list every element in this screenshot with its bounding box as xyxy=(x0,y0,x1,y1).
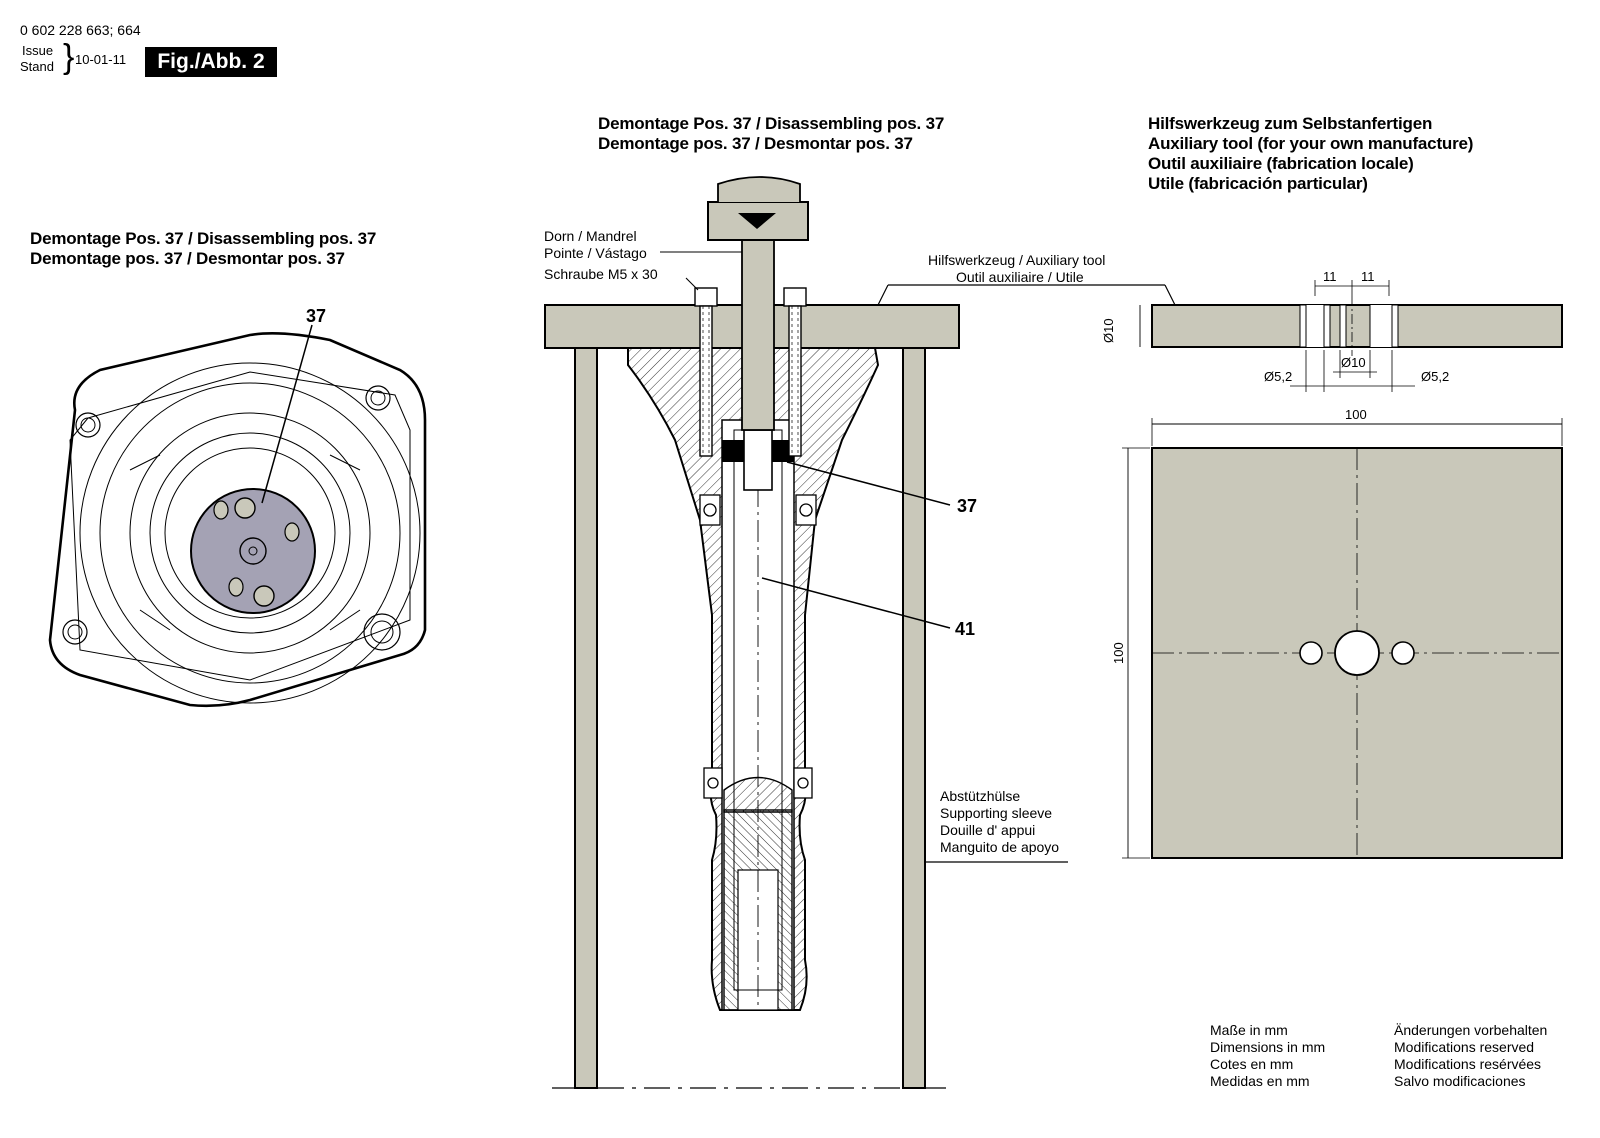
modifications-line-2: Modifications reserved xyxy=(1394,1039,1535,1055)
aux-tool-plate-center xyxy=(544,284,1176,349)
center-title-line-1: Demontage Pos. 37 / Disassembling pos. 3… xyxy=(598,114,945,133)
left-title-line-2: Demontage pos. 37 / Desmontar pos. 37 xyxy=(30,249,345,268)
units-line-4: Medidas en mm xyxy=(1210,1073,1310,1089)
left-title-line-1: Demontage Pos. 37 / Disassembling pos. 3… xyxy=(30,229,377,248)
units-line-1: Maße in mm xyxy=(1210,1022,1288,1038)
dim-spacing-right: 11 xyxy=(1361,269,1375,284)
aux-tool-side-view xyxy=(1139,280,1563,392)
issue-date: 10-01-11 xyxy=(75,52,127,67)
dim-hole-center: Ø10 xyxy=(1341,355,1366,370)
figure-label: Fig./Abb. 2 xyxy=(145,47,277,77)
stand-label: Stand xyxy=(20,59,54,74)
aux-tool-label-line-2: Outil auxiliaire / Utile xyxy=(956,269,1084,285)
press-direction-arrow xyxy=(738,213,776,229)
right-title-line-1: Hilfswerkzeug zum Selbstanfertigen xyxy=(1148,114,1433,133)
units-line-3: Cotes en mm xyxy=(1210,1056,1294,1072)
left-callout-37: 37 xyxy=(306,306,327,326)
mandrel-label-line-1: Dorn / Mandrel xyxy=(544,228,637,244)
center-callout-37: 37 xyxy=(957,496,978,516)
tool-housing-section xyxy=(627,347,880,1011)
aux-tool-label-line-1: Hilfswerkzeug / Auxiliary tool xyxy=(928,252,1106,268)
supporting-sleeve xyxy=(552,344,1068,1089)
modifications-line-1: Änderungen vorbehalten xyxy=(1394,1022,1548,1038)
part-number: 0 602 228 663; 664 xyxy=(20,22,141,38)
screw-label: Schraube M5 x 30 xyxy=(544,266,658,282)
screws-m5 xyxy=(685,277,807,457)
mandrel xyxy=(660,176,809,431)
center-title-line-2: Demontage pos. 37 / Desmontar pos. 37 xyxy=(598,134,913,153)
center-leader-41 xyxy=(761,577,951,629)
dim-spacing-left: 11 xyxy=(1323,269,1337,284)
brace-glyph: } xyxy=(63,38,75,76)
dim-hole-right: Ø5,2 xyxy=(1421,369,1449,384)
aux-tool-top-view xyxy=(1122,418,1563,859)
center-leader-37 xyxy=(786,461,951,506)
left-leader-37 xyxy=(261,324,313,504)
modifications-line-4: Salvo modificaciones xyxy=(1394,1073,1526,1089)
sleeve-label-line-2: Supporting sleeve xyxy=(940,805,1053,821)
part-37-disc xyxy=(190,324,316,614)
sleeve-label-line-1: Abstützhülse xyxy=(940,788,1021,804)
dim-hole-left: Ø5,2 xyxy=(1264,369,1292,384)
right-title-line-2: Auxiliary tool (for your own manufacture… xyxy=(1148,134,1474,153)
dim-width: 100 xyxy=(1345,407,1367,422)
dim-thickness: Ø10 xyxy=(1101,318,1116,343)
issue-label: Issue xyxy=(22,43,54,58)
units-line-2: Dimensions in mm xyxy=(1210,1039,1326,1055)
sleeve-label-line-4: Manguito de apoyo xyxy=(940,839,1060,855)
mandrel-label-line-2: Pointe / Vástago xyxy=(544,245,647,261)
right-title-line-3: Outil auxiliaire (fabrication locale) xyxy=(1148,154,1414,173)
right-title-line-4: Utile (fabricación particular) xyxy=(1148,174,1368,193)
dim-height: 100 xyxy=(1111,642,1126,664)
center-callout-41: 41 xyxy=(955,619,976,639)
modifications-line-3: Modifications resérvées xyxy=(1394,1056,1542,1072)
sleeve-label-line-3: Douille d' appui xyxy=(940,822,1036,838)
